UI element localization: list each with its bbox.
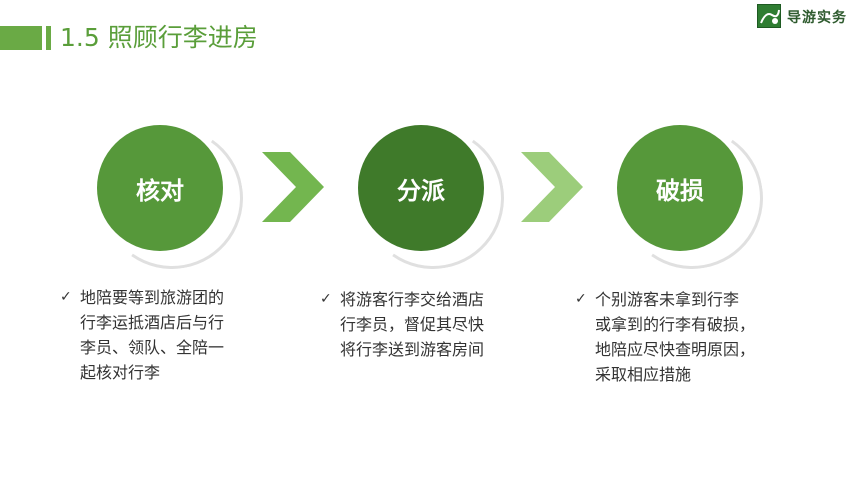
description-line: 行李运抵酒店后与行 (80, 313, 225, 332)
logo: 导游实务 (757, 4, 857, 30)
check-icon: ✓ (320, 291, 332, 307)
check-icon: ✓ (575, 291, 587, 307)
description-line: 地陪应尽快查明原因， (595, 340, 756, 359)
step-1: 核对 (89, 115, 255, 281)
step-2-description: ✓ 将游客行李交给酒店 行李员，督促其尽快 将行李送到游客房间 (320, 287, 484, 362)
description-line: 或拿到的行李有破损， (595, 315, 756, 334)
step-2-label: 分派 (397, 176, 445, 205)
description-line: 地陪要等到旅游团的 (80, 288, 225, 307)
title-accent-bar (0, 26, 42, 50)
description-line: 将行李送到游客房间 (340, 340, 485, 359)
slide-title: 1.5 照顾行李进房 (60, 23, 258, 52)
step-1-label: 核对 (136, 176, 184, 205)
title-accent-tick (46, 26, 51, 50)
step-3-description: ✓ 个别游客未拿到行李 或拿到的行李有破损， 地陪应尽快查明原因， 采取相应措施 (575, 287, 755, 387)
step-3: 破损 (609, 115, 775, 281)
arrow-1-icon (262, 152, 324, 222)
logo-text: 导游实务 (787, 10, 847, 26)
description-line: 采取相应措施 (595, 365, 692, 384)
step-3-circle: 破损 (617, 125, 743, 251)
description-line: 将游客行李交给酒店 (340, 290, 485, 309)
description-line: 李员、领队、全陪一 (80, 338, 225, 357)
description-line: 行李员，督促其尽快 (340, 315, 485, 334)
logo-icon (757, 4, 781, 28)
step-1-description: ✓ 地陪要等到旅游团的 行李运抵酒店后与行 李员、领队、全陪一 起核对行李 (60, 285, 224, 385)
step-3-label: 破损 (656, 176, 704, 205)
description-line: 个别游客未拿到行李 (595, 290, 740, 309)
step-2-circle: 分派 (358, 125, 484, 251)
arrow-2-icon (521, 152, 583, 222)
description-line: 起核对行李 (80, 363, 161, 382)
check-icon: ✓ (60, 289, 72, 305)
step-2: 分派 (350, 115, 516, 281)
step-1-circle: 核对 (97, 125, 223, 251)
